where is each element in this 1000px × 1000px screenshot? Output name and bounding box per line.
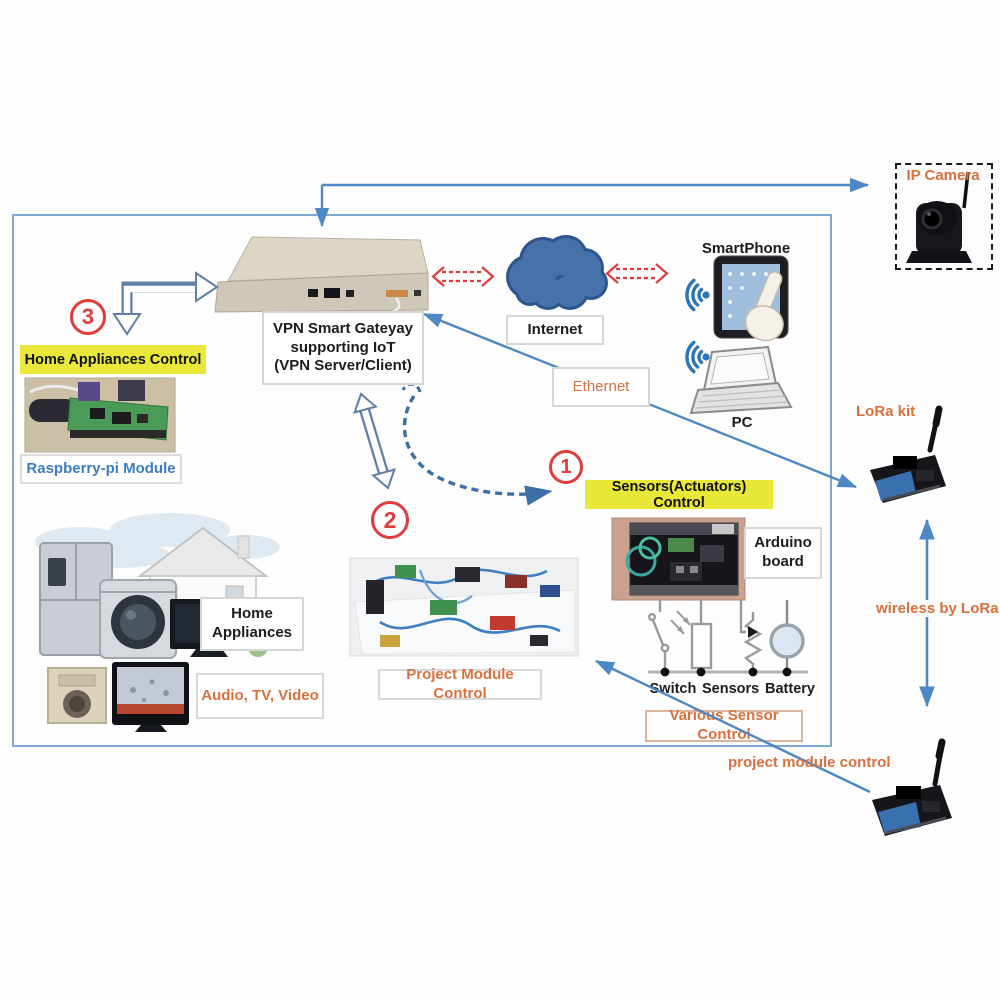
ip-camera-image xyxy=(906,171,972,263)
internet-label: Internet xyxy=(506,315,604,345)
lora-kit-label: LoRa kit xyxy=(856,403,916,420)
various-sensor-control-label: Various Sensor Control xyxy=(645,707,803,743)
home-appliances-label: Home Appliances xyxy=(200,597,304,651)
step-badge-2: 2 xyxy=(371,501,409,539)
vpn-gateway-label-line2: supporting IoT xyxy=(290,338,396,356)
lora-kit-image xyxy=(870,405,946,503)
vpn-gateway-label-line3: (VPN Server/Client) xyxy=(274,357,412,375)
home-appliances-label-line1: Home xyxy=(231,605,273,623)
arduino-board-label-line1: Arduino xyxy=(754,534,812,552)
raspberry-pi-image xyxy=(24,377,176,453)
arrow-gateway-to-ip-camera xyxy=(314,177,870,228)
sensors-label: Sensors xyxy=(702,681,760,697)
tv-image xyxy=(112,662,189,732)
switch-label: Switch xyxy=(649,681,697,697)
outline-arrow-project-module xyxy=(353,392,396,490)
project-module-control-label: Project Module Control xyxy=(378,666,542,702)
smartphone-label: SmartPhone xyxy=(701,240,791,257)
speaker-image xyxy=(47,667,107,724)
arduino-board-label: Arduino board xyxy=(744,527,822,579)
wifi-icon-smartphone xyxy=(685,278,710,312)
outline-arrow-home-control xyxy=(112,271,219,336)
red-dashed-arrow-left xyxy=(431,266,495,287)
step-badge-3: 3 xyxy=(70,299,106,335)
vpn-gateway-label: VPN Smart Gateyay supporting IoT (VPN Se… xyxy=(262,311,424,385)
internet-cloud-icon xyxy=(506,235,608,310)
home-appliances-control-label: Home Appliances Control xyxy=(20,345,206,374)
arduino-board-image xyxy=(611,517,746,601)
step-badge-1: 1 xyxy=(549,450,583,484)
project-module-control-lower-label: project module control xyxy=(728,754,891,771)
pc-label: PC xyxy=(731,414,753,431)
ip-camera-label: IP Camera xyxy=(906,167,980,184)
arduino-board-label-line2: board xyxy=(762,553,804,570)
audio-tv-video-label: Audio, TV, Video xyxy=(196,673,324,719)
sensor-circuit-diagram xyxy=(648,600,808,677)
ethernet-label: Ethernet xyxy=(552,367,650,407)
ip-camera-box xyxy=(895,163,993,270)
battery-label: Battery xyxy=(765,681,815,697)
vpn-gateway-label-line1: VPN Smart Gateyay xyxy=(272,319,414,337)
project-module-image xyxy=(349,557,579,657)
curvy-dashed-arrow xyxy=(401,382,553,506)
sensors-actuators-control-label: Sensors(Actuators) Control xyxy=(585,479,773,511)
vpn-gateway-image xyxy=(214,236,429,314)
raspberry-pi-module-label: Raspberry-pi Module xyxy=(20,454,182,484)
red-dashed-arrow-right xyxy=(605,263,669,284)
wireless-by-lora-label: wireless by LoRa xyxy=(874,600,1000,617)
home-appliances-label-line2: Appliances xyxy=(211,624,293,641)
lora-node-image xyxy=(872,738,952,836)
